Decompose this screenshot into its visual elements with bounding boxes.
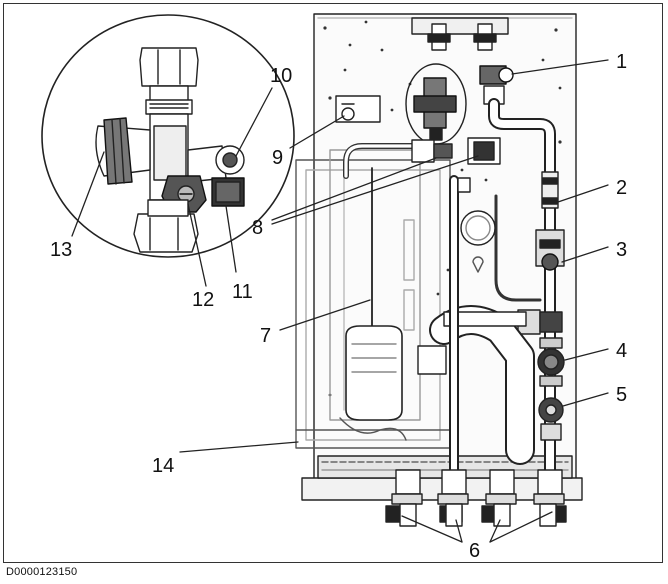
callout-5: 5	[616, 384, 627, 406]
callout-2: 2	[616, 177, 627, 199]
document-id: D0000123150	[6, 566, 78, 578]
callout-labels: 1 2 3 4 5 6 7 8 9 10 11 12 13 14	[50, 51, 627, 562]
callout-14: 14	[152, 455, 174, 477]
drain-valve	[538, 397, 564, 441]
pipe-connectors	[411, 137, 501, 165]
figure-frame	[3, 3, 663, 563]
callout-8: 8	[252, 217, 263, 239]
connection-valves	[385, 469, 567, 527]
circulation-pump	[537, 337, 565, 387]
callout-10: 10	[270, 65, 292, 87]
leader-lines	[71, 59, 609, 543]
return-pipe	[488, 98, 556, 476]
callout-11: 11	[232, 281, 253, 303]
callout-4: 4	[616, 340, 627, 362]
callout-12: 12	[192, 289, 214, 311]
callout-3: 3	[616, 239, 627, 261]
ball-valve-filter	[535, 229, 565, 271]
expansion-vessel-port	[457, 177, 496, 273]
air-vent-bracket	[335, 95, 381, 123]
supply-pipe	[343, 143, 415, 179]
callout-13: 13	[50, 239, 72, 261]
callout-9: 9	[272, 147, 283, 169]
top-connections	[411, 17, 509, 51]
callout-6: 6	[469, 540, 480, 562]
callout-7: 7	[260, 325, 271, 347]
callout-1: 1	[616, 51, 627, 73]
electric-heater	[329, 149, 421, 441]
safety-valve	[479, 65, 514, 105]
flow-sensor	[541, 171, 559, 209]
